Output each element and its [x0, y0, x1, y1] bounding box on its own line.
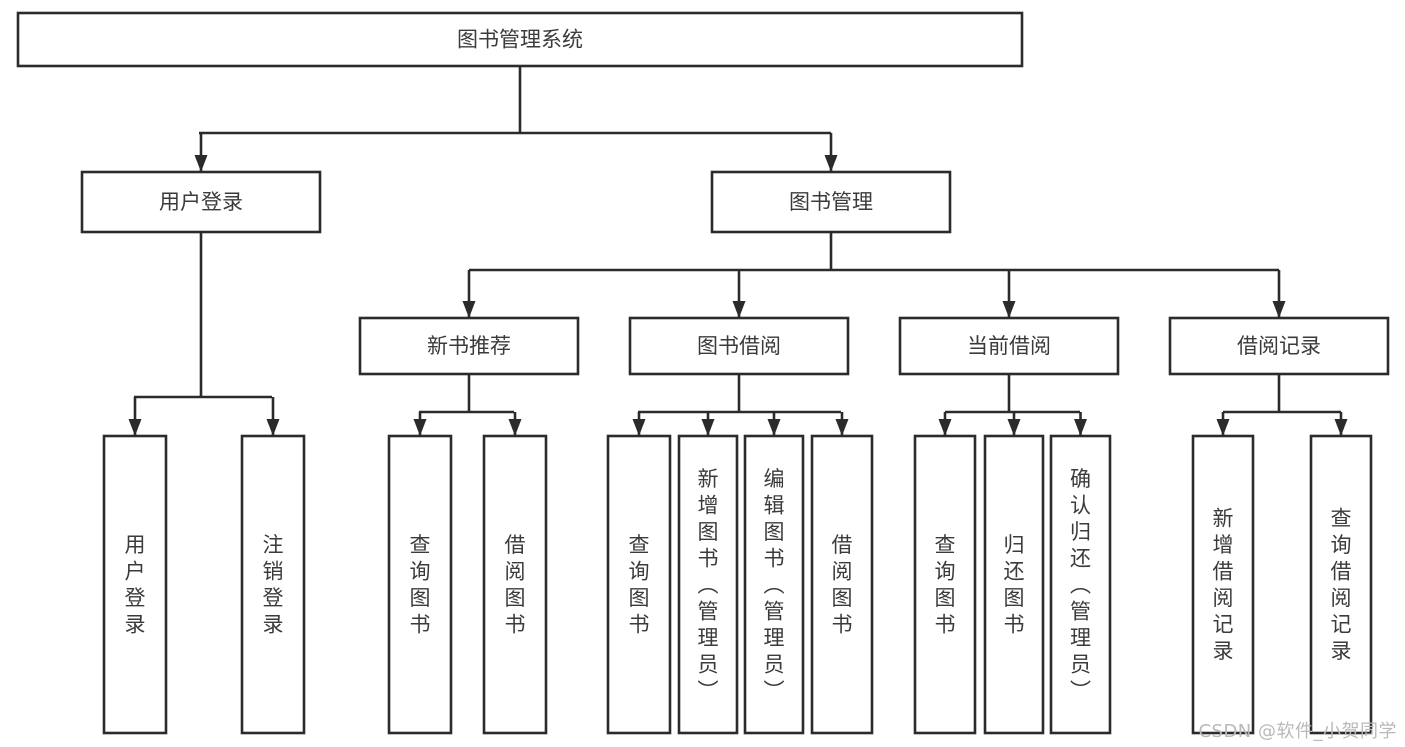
node-new-book-rec[interactable]: 新书推荐 [358, 316, 580, 376]
node-box[interactable] [1309, 434, 1373, 735]
edge-current-borrow-to-leaf-return-book [1007, 412, 1021, 436]
node-leaf-confirm-return[interactable]: 确认归还︵管理员︶ [1049, 434, 1112, 735]
node-box[interactable] [898, 316, 1120, 376]
node-box[interactable] [628, 316, 850, 376]
node-label: 确认归还︵管理员︶ [1070, 467, 1091, 703]
node-leaf-logout[interactable]: 注销登录 [240, 434, 306, 735]
node-label: 用户登录 [159, 190, 243, 214]
node-label: 查询图书 [935, 533, 956, 637]
node-box[interactable] [913, 434, 977, 735]
node-leaf-add-book[interactable]: 新增图书︵管理员︶ [677, 434, 739, 735]
edge-new-book-rec-to-leaf-query-book-1 [413, 412, 427, 436]
node-label: 查询图书 [629, 533, 650, 637]
edge-book-borrow-to-leaf-edit-book [767, 412, 781, 436]
node-root[interactable]: 图书管理系统 [16, 11, 1024, 68]
node-box[interactable] [387, 434, 453, 735]
edge-current-borrow-to-leaf-query-book-3 [938, 412, 952, 436]
connector-bus-book-manage [469, 232, 1279, 272]
node-leaf-query-record[interactable]: 查询借阅记录 [1309, 434, 1373, 735]
node-label: 注销登录 [263, 533, 284, 637]
edge-user-login-to-leaf-logout [266, 397, 280, 436]
connector-bus-new-book-rec [419, 374, 514, 414]
node-leaf-query-book-3[interactable]: 查询图书 [913, 434, 977, 735]
edge-book-borrow-to-leaf-add-book [701, 412, 715, 436]
node-box[interactable] [710, 170, 952, 234]
node-label: 新增图书︵管理员︶ [698, 467, 719, 703]
node-label: 用户登录 [125, 533, 146, 637]
node-leaf-return-book[interactable]: 归还图书 [983, 434, 1045, 735]
edge-book-manage-to-new-book-rec [462, 270, 476, 318]
node-user-login[interactable]: 用户登录 [80, 170, 322, 234]
node-label: 借阅图书 [505, 533, 526, 637]
edge-new-book-rec-to-leaf-borrow-book-1 [508, 412, 522, 436]
node-label: 新增借阅记录 [1213, 507, 1234, 664]
connector-bus-root [199, 66, 831, 135]
edge-book-manage-to-book-borrow [732, 270, 746, 318]
node-label: 当前借阅 [967, 334, 1051, 358]
node-label: 图书管理 [789, 190, 873, 214]
edge-book-borrow-to-leaf-query-book-2 [632, 412, 646, 436]
connector-bus-book-borrow [638, 374, 841, 414]
node-box[interactable] [16, 11, 1024, 68]
node-leaf-query-book-2[interactable]: 查询图书 [606, 434, 672, 735]
connector-bus-user-login [134, 232, 272, 399]
edge-borrow-record-to-leaf-add-record [1216, 412, 1230, 436]
node-box[interactable] [482, 434, 548, 735]
connector-layer [128, 66, 1348, 436]
node-label: 图书借阅 [697, 334, 781, 358]
node-leaf-add-record[interactable]: 新增借阅记录 [1191, 434, 1255, 735]
node-box[interactable] [677, 434, 739, 735]
node-borrow-record[interactable]: 借阅记录 [1168, 316, 1390, 376]
node-box[interactable] [240, 434, 306, 735]
node-current-borrow[interactable]: 当前借阅 [898, 316, 1120, 376]
edge-book-manage-to-current-borrow [1002, 270, 1016, 318]
edge-root-to-user-login [194, 133, 208, 172]
node-box[interactable] [743, 434, 805, 735]
node-label: 查询借阅记录 [1331, 507, 1352, 664]
edge-borrow-record-to-leaf-query-record [1334, 412, 1348, 436]
csdn-watermark: CSDN @软件_小贺同学 [1198, 721, 1397, 742]
connector-bus-borrow-record [1223, 374, 1341, 414]
node-label: 新书推荐 [427, 334, 511, 358]
node-box[interactable] [1168, 316, 1390, 376]
edge-book-manage-to-borrow-record [1272, 270, 1286, 318]
node-label: 归还图书 [1004, 533, 1025, 637]
node-label: 借阅图书 [832, 533, 853, 637]
node-layer: 图书管理系统用户登录图书管理新书推荐图书借阅当前借阅借阅记录用户登录注销登录查询… [16, 11, 1390, 735]
connector-bus-current-borrow [945, 374, 1080, 414]
edge-root-to-book-manage [824, 133, 838, 172]
node-box[interactable] [606, 434, 672, 735]
node-box[interactable] [1191, 434, 1255, 735]
node-box[interactable] [358, 316, 580, 376]
node-leaf-borrow-book-1[interactable]: 借阅图书 [482, 434, 548, 735]
node-box[interactable] [983, 434, 1045, 735]
node-box[interactable] [80, 170, 322, 234]
node-label: 编辑图书︵管理员︶ [764, 467, 785, 703]
node-box[interactable] [810, 434, 874, 735]
edge-user-login-to-leaf-user-login [128, 397, 142, 436]
node-label: 图书管理系统 [457, 28, 583, 52]
node-label: 借阅记录 [1237, 334, 1321, 358]
edge-current-borrow-to-leaf-confirm-return [1074, 412, 1087, 436]
node-leaf-edit-book[interactable]: 编辑图书︵管理员︶ [743, 434, 805, 735]
edge-book-borrow-to-leaf-borrow-book-2 [835, 412, 849, 436]
node-box[interactable] [1049, 434, 1112, 735]
node-book-manage[interactable]: 图书管理 [710, 170, 952, 234]
node-leaf-borrow-book-2[interactable]: 借阅图书 [810, 434, 874, 735]
node-box[interactable] [102, 434, 168, 735]
node-leaf-query-book-1[interactable]: 查询图书 [387, 434, 453, 735]
node-book-borrow[interactable]: 图书借阅 [628, 316, 850, 376]
node-label: 查询图书 [410, 533, 431, 637]
node-leaf-user-login[interactable]: 用户登录 [102, 434, 168, 735]
